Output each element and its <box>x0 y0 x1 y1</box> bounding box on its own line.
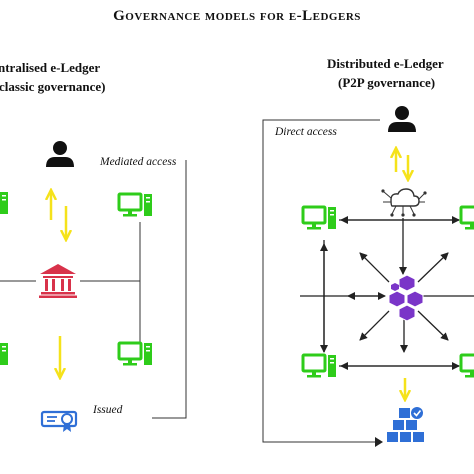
certificate-icon <box>40 410 78 432</box>
direct-access-label: Direct access <box>275 126 337 138</box>
computer-icon-left-top-edge <box>0 190 10 216</box>
computer-icon-right-bottom-right <box>459 353 474 379</box>
computer-icon-left-bottom <box>117 341 154 367</box>
direct-access-arrows <box>396 148 408 180</box>
figure-title: Governance models for e-Ledgers <box>113 8 361 24</box>
mediated-access-arrows <box>51 190 66 240</box>
issued-label: Issued <box>93 404 123 416</box>
left-heading-line2: classic governance) <box>0 79 106 94</box>
left-frame <box>152 160 187 419</box>
computer-icon-left-bottom-edge <box>0 341 10 367</box>
computer-icon-right-top-left <box>301 205 338 231</box>
right-heading-line1: Distributed e-Ledger <box>327 56 444 71</box>
computer-icon-right-bottom-left <box>301 353 338 379</box>
mediated-access-label: Mediated access <box>100 156 177 168</box>
left-heading-line1: ntralised e-Ledger <box>0 60 101 75</box>
blockchain-icon <box>388 274 424 322</box>
user-icon-left <box>46 141 74 167</box>
p2p-connections <box>300 216 474 370</box>
right-heading-line2: (P2P governance) <box>338 75 436 90</box>
right-frame <box>262 119 383 447</box>
cloud-network-icon <box>381 188 427 217</box>
computer-icon-right-top-right <box>459 205 474 231</box>
computer-icon-left-top <box>117 192 154 218</box>
institution-icon <box>39 264 77 298</box>
user-icon-right <box>388 106 416 132</box>
verified-boxes-icon <box>387 407 424 442</box>
